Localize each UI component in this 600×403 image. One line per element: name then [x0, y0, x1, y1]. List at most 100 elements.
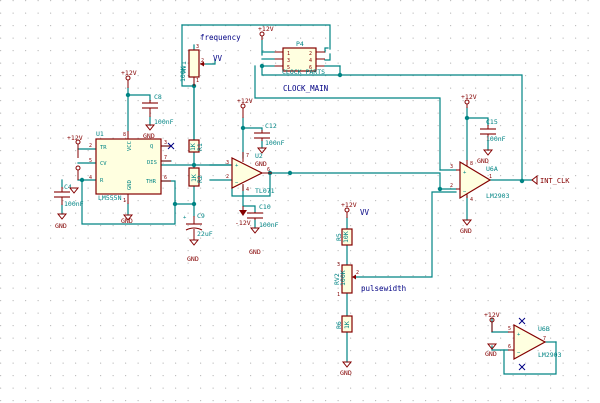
- u1-timer-ic[interactable]: TR CV R Q DIS THR VCC GND 2 5 4 8 1 3 7 …: [89, 130, 171, 204]
- rv2-value: 100K: [339, 270, 347, 286]
- c8-value: 100nF: [154, 118, 174, 126]
- p4-connector[interactable]: 1 3 5 2 4 6 P4 CLOCK_PARTS: [261, 40, 341, 76]
- r1-resistor[interactable]: 1K R1: [188, 139, 204, 153]
- power-p12-u1: +12V: [121, 69, 137, 88]
- svg-text:6: 6: [267, 167, 270, 173]
- r6-resistor[interactable]: 1K R6: [335, 315, 353, 333]
- c9-value: 22uF: [197, 230, 213, 238]
- svg-text:+12V: +12V: [67, 134, 83, 142]
- gnd-c12: GND: [255, 147, 268, 168]
- u6b-value: LM2903: [538, 351, 562, 359]
- u1-pin-tr: TR: [100, 145, 107, 151]
- c9-capacitor[interactable]: + C9 22uF: [183, 212, 213, 240]
- svg-text:2: 2: [450, 183, 453, 189]
- svg-text:1: 1: [337, 292, 340, 298]
- c10-capacitor[interactable]: C10 100nF: [247, 203, 279, 229]
- u6a-comparator[interactable]: + − 3 2 1 8 4 U6A LM2903: [450, 160, 510, 203]
- u2-opamp[interactable]: + − 3 2 6 7 4 U2 TL071: [226, 152, 275, 195]
- c10-ref: C10: [259, 203, 271, 211]
- power-p12-u6b: +12V: [484, 311, 500, 332]
- svg-text:1: 1: [489, 174, 492, 180]
- gnd-u1: GND: [121, 214, 134, 225]
- r1-ref: R1: [196, 143, 204, 151]
- r2-resistor[interactable]: 1K R2: [188, 167, 204, 187]
- u1-pin-dis: DIS: [147, 160, 157, 166]
- gnd-c4: GND: [55, 213, 68, 230]
- int-clk-text: INT_CLK: [540, 177, 570, 185]
- u6b-comparator[interactable]: + − 5 6 7 U6B LM2903: [508, 317, 562, 371]
- gnd-u6b: GND: [485, 343, 498, 358]
- svg-text:GND: GND: [477, 157, 489, 165]
- c4-capacitor[interactable]: C4 100nF: [54, 183, 84, 208]
- c4-ref: C4: [64, 183, 72, 191]
- svg-text:+12V: +12V: [484, 311, 500, 319]
- u1-pinnum-2: 2: [89, 143, 92, 149]
- u1-pin-vcc: VCC: [127, 141, 133, 151]
- rv1-value: 100K: [179, 66, 187, 82]
- power-p12-u6a: +12V: [461, 93, 477, 108]
- r5-resistor[interactable]: 10K R5: [335, 228, 353, 246]
- c12-capacitor[interactable]: C12 100nF: [254, 122, 285, 147]
- u1-pinnum-6: 6: [164, 175, 167, 181]
- u1-value: LM555N: [98, 194, 122, 202]
- svg-text:GND: GND: [143, 132, 155, 140]
- svg-text:6: 6: [309, 65, 312, 71]
- gnd-r6: GND: [340, 361, 353, 377]
- gnd-c9: GND: [187, 239, 200, 263]
- u2-value: TL071: [255, 187, 275, 195]
- c15-ref: C15: [486, 118, 498, 126]
- svg-text:2: 2: [226, 174, 229, 180]
- no-connect-marker: [167, 142, 175, 150]
- svg-text:+: +: [463, 170, 467, 176]
- u1-pin-cv: CV: [100, 161, 107, 167]
- svg-text:3: 3: [196, 44, 199, 50]
- power-p12-p4: +12V: [258, 25, 274, 40]
- wires: [61, 24, 557, 375]
- rv2-potentiometer[interactable]: 3 1 2 100K RV2: [333, 262, 359, 298]
- u6a-ref: U6A: [486, 165, 498, 173]
- c4-value: 100nF: [64, 200, 84, 208]
- r2-ref: R2: [196, 175, 204, 183]
- svg-text:4: 4: [246, 187, 249, 193]
- c12-ref: C12: [265, 122, 277, 130]
- u1-pinnum-3: 3: [164, 140, 167, 146]
- c8-capacitor[interactable]: C8 100nF: [142, 93, 174, 126]
- u6b-ref: U6B: [538, 325, 550, 333]
- u1-pin-gnd: GND: [127, 180, 133, 190]
- rv1-potentiometer[interactable]: 3 1 2 100K RV1: [179, 44, 205, 86]
- svg-text:2: 2: [356, 270, 359, 276]
- u1-pin-q: Q: [150, 144, 153, 150]
- svg-text:GND: GND: [255, 160, 267, 168]
- net-label-vv-top: VV: [213, 54, 223, 63]
- r1-value: 1K: [189, 143, 197, 151]
- svg-text:−: −: [517, 350, 521, 356]
- power-m12-u2: -12V: [235, 206, 251, 227]
- power-p12-c4: +12V: [67, 134, 83, 158]
- net-label-frequency: frequency: [200, 33, 241, 42]
- svg-text:GND: GND: [485, 350, 497, 358]
- svg-text:7: 7: [543, 336, 546, 342]
- p4-value: CLOCK_PARTS: [282, 68, 325, 76]
- power-p12-u2: +12V: [237, 97, 253, 118]
- svg-text:5: 5: [508, 326, 511, 332]
- svg-text:+12V: +12V: [258, 25, 274, 33]
- svg-text:4: 4: [470, 197, 473, 203]
- svg-text:GND: GND: [249, 248, 261, 256]
- r6-ref: R6: [335, 321, 343, 329]
- svg-text:8: 8: [470, 161, 473, 167]
- rv2-ref: RV2: [333, 273, 341, 285]
- u1-pin-r: R: [100, 178, 104, 184]
- c15-value: 100nF: [486, 135, 506, 143]
- svg-text:1: 1: [287, 51, 290, 57]
- net-label-pulsewidth: pulsewidth: [361, 284, 406, 293]
- gnd-u6a: GND: [460, 219, 473, 235]
- power-p12-r5: +12V: [341, 201, 357, 218]
- rv1-ref: RV1: [180, 61, 188, 73]
- svg-text:GND: GND: [460, 227, 472, 235]
- int-clk-global-label[interactable]: INT_CLK: [531, 174, 570, 186]
- u1-pinnum-7: 7: [164, 155, 167, 161]
- u1-pinnum-1: 1: [123, 198, 126, 204]
- c15-capacitor[interactable]: C15 100nF: [480, 118, 506, 143]
- u6a-value: LM2903: [486, 192, 510, 200]
- gnd-c8: GND: [143, 124, 156, 140]
